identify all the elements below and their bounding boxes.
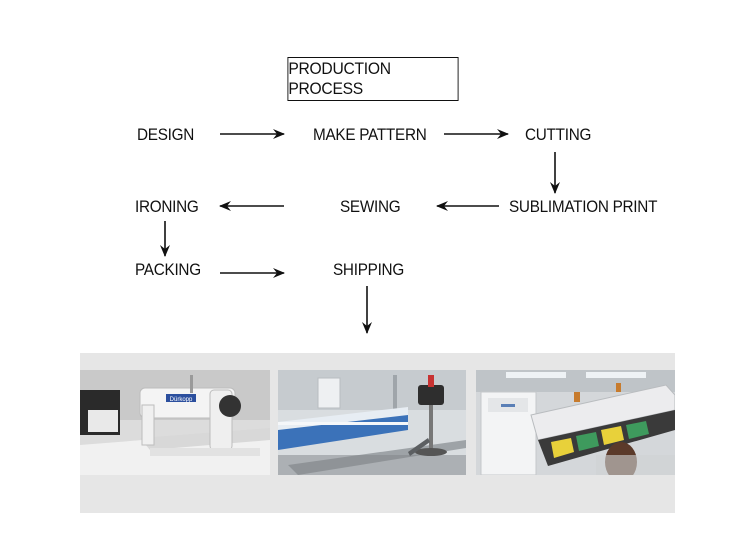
sublimation-printer-photo	[476, 370, 675, 475]
sewing-machine-brand-label: Dürkopp	[170, 397, 193, 403]
diagram-title: PRODUCTION PROCESS	[287, 57, 459, 101]
step-ironing: IRONING	[135, 197, 199, 216]
step-cutting: CUTTING	[525, 125, 592, 144]
step-sublimation-print: SUBLIMATION PRINT	[509, 197, 658, 216]
step-make-pattern: MAKE PATTERN	[313, 125, 427, 144]
step-packing: PACKING	[135, 260, 201, 279]
factory-photo-strip: Dürkopp	[80, 353, 675, 513]
sewing-machine-photo: Dürkopp	[80, 370, 270, 475]
step-design: DESIGN	[137, 125, 195, 144]
cutting-room-photo	[278, 370, 466, 475]
step-sewing: SEWING	[340, 197, 401, 216]
step-shipping: SHIPPING	[333, 260, 404, 279]
